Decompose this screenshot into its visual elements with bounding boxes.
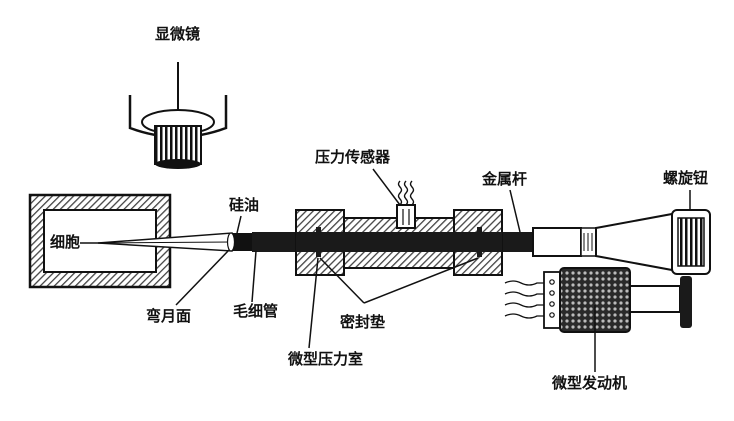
micrometer xyxy=(532,209,711,275)
label-seal-gasket: 密封垫 xyxy=(340,313,386,331)
label-metal-rod: 金属杆 xyxy=(482,170,528,188)
knob xyxy=(677,217,705,267)
meniscus xyxy=(226,232,236,252)
leader-meniscus xyxy=(175,249,230,306)
motor-terminal xyxy=(549,301,555,307)
motor-terminal xyxy=(549,312,555,318)
silicone-oil-column xyxy=(230,233,256,251)
label-capillary: 毛细管 xyxy=(233,302,279,320)
leader-micro-pressure-chamber xyxy=(308,257,319,349)
leader-seal-gasket-left xyxy=(319,257,365,304)
label-meniscus: 弯月面 xyxy=(146,307,192,325)
microscope xyxy=(128,62,228,169)
capillary-assembly xyxy=(97,232,256,252)
leader-lines xyxy=(80,168,691,372)
leader-silicone-oil xyxy=(236,215,242,234)
label-pressure-sensor: 压力传感器 xyxy=(315,148,391,166)
leader-metal-rod xyxy=(509,189,521,233)
label-micro-pressure-chamber: 微型压力室 xyxy=(288,350,364,368)
motor-wire xyxy=(504,302,544,308)
motor-terminal xyxy=(549,279,555,285)
objective-lens xyxy=(154,125,202,165)
motor-wire xyxy=(504,291,544,297)
pressure-sensor-body xyxy=(396,204,416,229)
label-cell: 细胞 xyxy=(50,233,81,251)
cell-chamber xyxy=(28,193,172,289)
micro-pressure-chamber xyxy=(295,209,503,276)
label-knob: 螺旋钮 xyxy=(663,169,709,187)
sensor-wire xyxy=(409,180,415,206)
motor-terminal xyxy=(549,290,555,296)
label-micro-motor: 微型发动机 xyxy=(552,374,628,392)
motor-wire xyxy=(504,313,544,319)
leader-seal-gasket-right xyxy=(363,257,479,304)
label-silicone-oil: 硅油 xyxy=(229,196,260,214)
micrometer-thimble xyxy=(595,212,673,272)
micro-motor xyxy=(504,267,692,333)
leader-capillary xyxy=(251,250,257,303)
seal-gasket-left xyxy=(316,227,321,257)
pressure-sensor xyxy=(396,180,416,229)
motor-shaft-housing xyxy=(629,285,681,313)
sensor-wire xyxy=(397,180,403,206)
leader-pressure-sensor xyxy=(372,168,401,206)
seal-gasket-right xyxy=(477,227,482,257)
micrometer-sleeve xyxy=(532,227,582,257)
motor-wire xyxy=(504,280,544,286)
capillary-center-line xyxy=(97,241,233,244)
objective-lens-bottom xyxy=(155,159,201,169)
motor-gear xyxy=(680,276,692,328)
chamber-bore xyxy=(296,232,502,252)
sensor-wire xyxy=(403,180,409,206)
label-microscope: 显微镜 xyxy=(155,25,201,43)
